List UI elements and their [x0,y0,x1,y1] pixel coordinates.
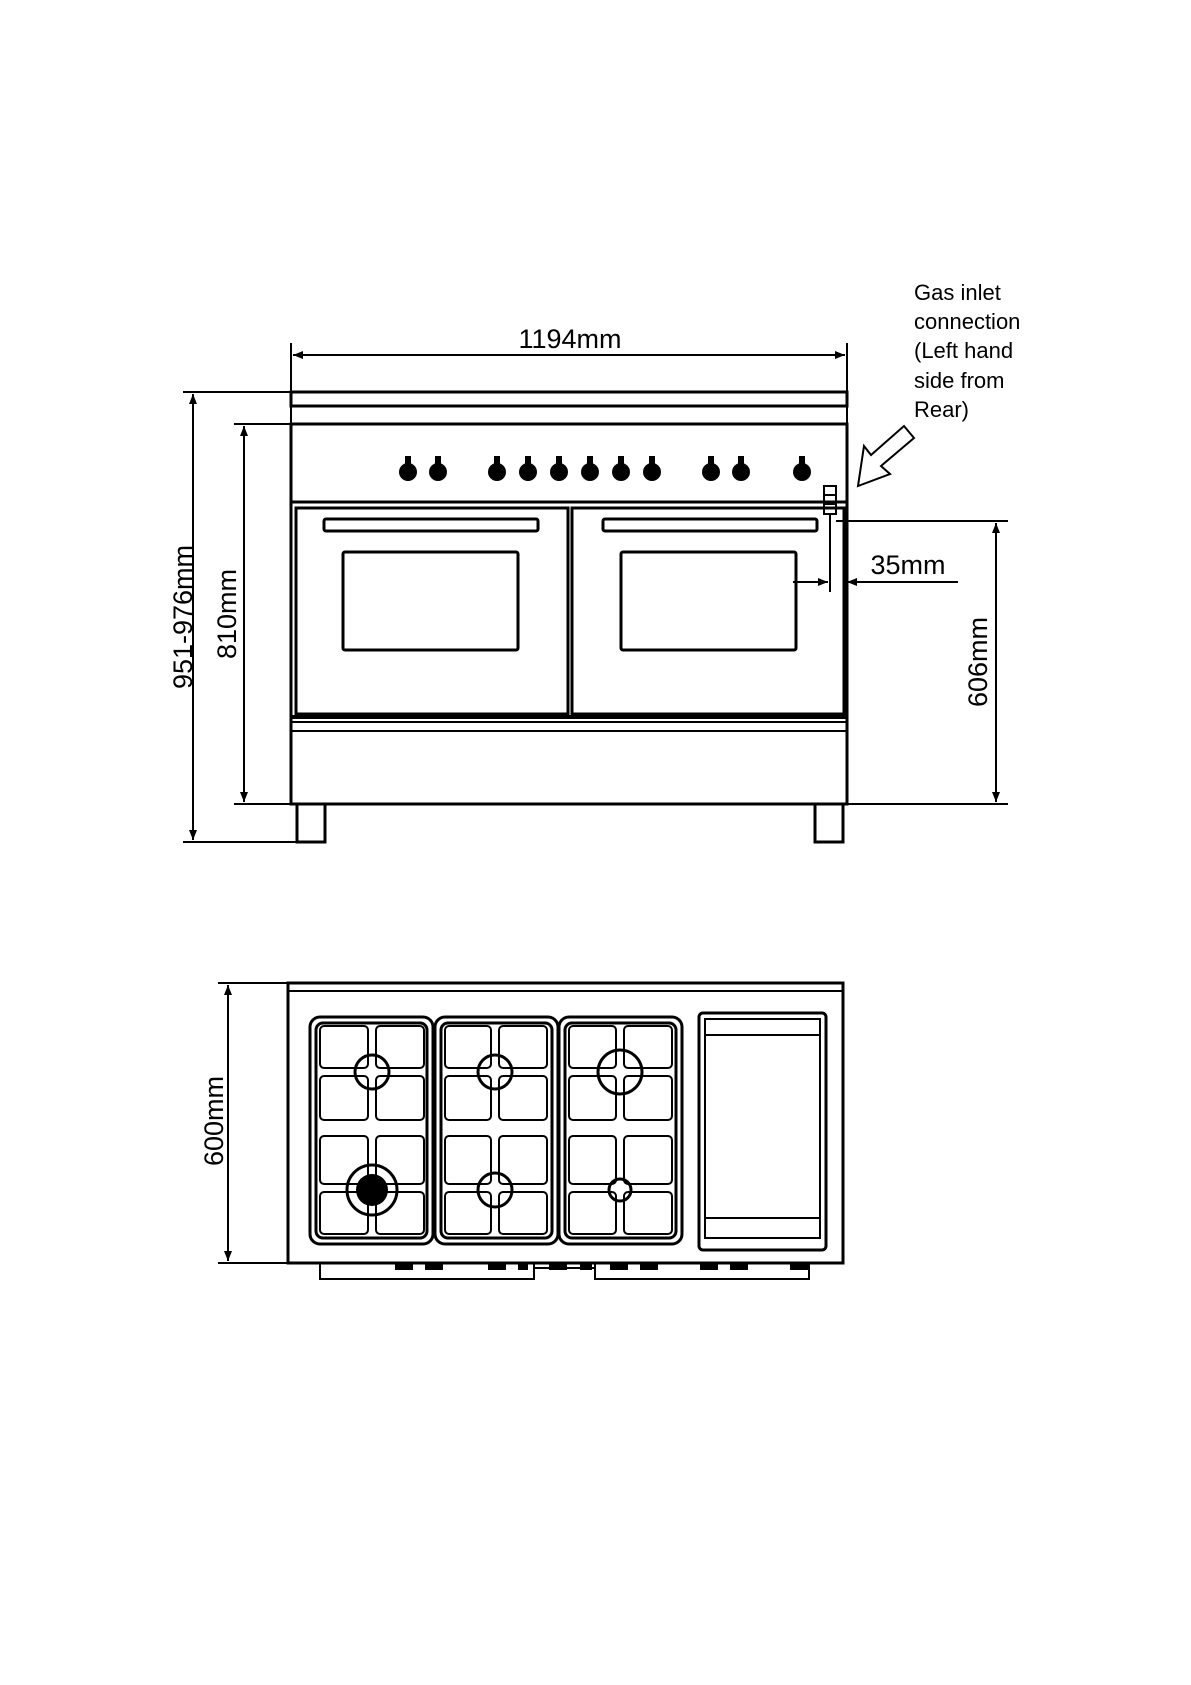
grate-middle [435,1017,558,1244]
gas-inlet-arrow-icon [858,426,914,486]
note-line-4: side from [914,368,1004,393]
overall-height-label: 951-976mm [168,545,198,689]
body-height-label: 810mm [212,569,242,659]
inlet-height-label: 606mm [963,617,993,707]
griddle-plate [699,1013,826,1250]
right-oven-door [572,508,844,714]
left-oven-door [296,508,568,714]
body-height-dimension: 810mm [212,424,291,804]
gas-inlet-note: Gas inlet connection (Left hand side fro… [858,280,1020,486]
width-label: 1194mm [518,324,621,354]
top-view [288,983,843,1279]
burner-bottom-right [609,1179,631,1201]
front-view [291,392,847,842]
burner-bottom-middle [478,1173,512,1207]
note-line-5: Rear) [914,397,969,422]
left-foot [297,804,325,842]
note-line-3: (Left hand [914,338,1013,363]
burner-wok-bottom-left [347,1165,397,1215]
burner-top-left [355,1055,389,1089]
width-dimension: 1194mm [291,324,847,392]
note-line-1: Gas inlet [914,280,1001,305]
control-knobs [399,456,811,481]
note-line-2: connection [914,309,1020,334]
right-foot [815,804,843,842]
inlet-offset-label: 35mm [870,550,945,580]
burner-top-right [598,1050,642,1094]
depth-label: 600mm [199,1076,229,1166]
grate-left [310,1017,433,1244]
depth-dimension: 600mm [199,983,288,1263]
burner-top-middle [478,1055,512,1089]
inlet-offset-dimension: 35mm [793,550,958,582]
